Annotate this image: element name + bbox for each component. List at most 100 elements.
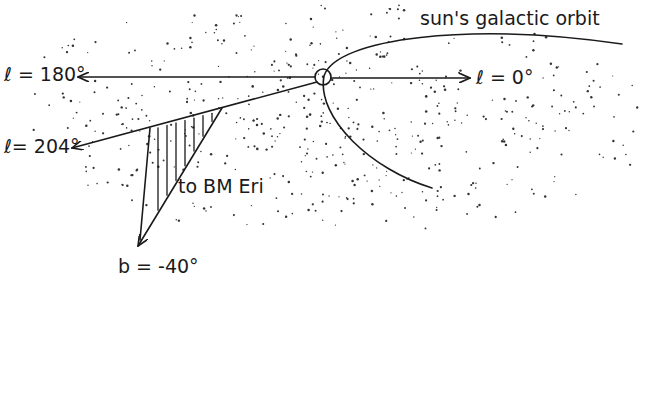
- star-dot: [263, 132, 265, 134]
- star-dot: [178, 220, 180, 222]
- star-dot: [412, 135, 413, 136]
- star-dot: [72, 44, 75, 47]
- star-dot: [309, 44, 311, 46]
- star-dot: [278, 69, 280, 71]
- star-dot: [145, 204, 147, 206]
- star-dots: [33, 4, 639, 229]
- star-dot: [476, 206, 478, 208]
- star-dot: [262, 92, 263, 93]
- star-dot: [511, 179, 512, 180]
- star-dot: [344, 137, 346, 139]
- star-dot: [514, 133, 516, 135]
- star-dot: [63, 96, 65, 98]
- star-dot: [424, 123, 426, 125]
- star-dot: [485, 118, 487, 120]
- star-dot: [243, 118, 245, 120]
- star-dot: [419, 73, 421, 75]
- star-dot: [306, 128, 308, 130]
- star-dot: [532, 49, 534, 51]
- star-dot: [370, 88, 371, 89]
- star-dot: [475, 187, 477, 189]
- star-dot: [401, 192, 402, 193]
- star-dot: [422, 83, 424, 85]
- hatch-line: [157, 128, 158, 210]
- star-dot: [291, 193, 293, 195]
- star-dot: [346, 197, 348, 199]
- star-dot: [483, 116, 485, 118]
- star-dot: [219, 81, 221, 83]
- star-dot: [348, 127, 350, 129]
- star-dot: [625, 154, 627, 156]
- star-dot: [376, 167, 377, 168]
- star-dot: [310, 42, 312, 44]
- star-dot: [425, 199, 427, 201]
- star-dot: [198, 133, 199, 134]
- star-dot: [248, 95, 250, 97]
- star-dot: [141, 109, 143, 111]
- target-label: to BM Eri: [178, 176, 264, 197]
- star-dot: [121, 184, 123, 186]
- star-dot: [224, 162, 226, 164]
- star-dot: [344, 164, 345, 165]
- star-dot: [437, 190, 439, 192]
- star-dot: [321, 99, 323, 101]
- star-dot: [301, 193, 303, 195]
- star-dot: [353, 80, 355, 82]
- star-dot: [422, 191, 424, 193]
- star-dot: [326, 156, 328, 158]
- star-dot: [388, 8, 389, 9]
- star-dot: [277, 211, 278, 212]
- star-dot: [121, 106, 123, 108]
- star-dot: [223, 39, 225, 41]
- star-dot: [151, 65, 152, 66]
- star-dot: [306, 171, 308, 173]
- star-dot: [271, 146, 273, 148]
- star-dot: [492, 162, 494, 164]
- star-dot: [612, 75, 613, 76]
- star-dot: [554, 176, 555, 177]
- star-dot: [290, 65, 292, 67]
- star-dot: [319, 125, 322, 128]
- star-dot: [564, 110, 566, 112]
- star-dot: [73, 118, 74, 119]
- star-dot: [385, 220, 387, 222]
- star-dot: [136, 169, 138, 171]
- star-dot: [346, 60, 347, 61]
- star-dot: [170, 124, 172, 126]
- star-dot: [575, 194, 576, 195]
- star-dot: [215, 24, 218, 27]
- star-dot: [533, 40, 535, 42]
- star-dot: [277, 210, 279, 212]
- star-dot: [288, 115, 290, 117]
- star-dot: [189, 37, 191, 39]
- star-dot: [467, 193, 469, 195]
- star-dot: [151, 60, 153, 62]
- star-dot: [154, 138, 156, 140]
- star-dot: [415, 149, 416, 150]
- star-dot: [444, 89, 447, 92]
- star-dot: [320, 43, 322, 45]
- star-dot: [332, 154, 334, 156]
- star-dot: [202, 99, 204, 101]
- star-dot: [265, 148, 267, 150]
- star-dot: [501, 41, 503, 43]
- star-dot: [93, 167, 95, 169]
- star-dot: [128, 145, 129, 146]
- star-dot: [196, 166, 198, 168]
- star-dot: [126, 127, 128, 129]
- star-dot: [87, 52, 88, 53]
- star-dot: [575, 106, 577, 108]
- star-dot: [558, 66, 559, 67]
- star-dot: [515, 211, 517, 213]
- star-dot: [440, 186, 442, 188]
- star-dot: [553, 75, 555, 77]
- star-dot: [375, 53, 378, 56]
- triangle-side: [140, 128, 150, 240]
- star-dot: [285, 51, 286, 52]
- star-dot: [425, 95, 428, 98]
- star-dot: [382, 112, 385, 115]
- star-dot: [301, 161, 303, 163]
- star-dot: [310, 18, 312, 20]
- star-dot: [366, 180, 367, 181]
- star-dot: [425, 227, 427, 229]
